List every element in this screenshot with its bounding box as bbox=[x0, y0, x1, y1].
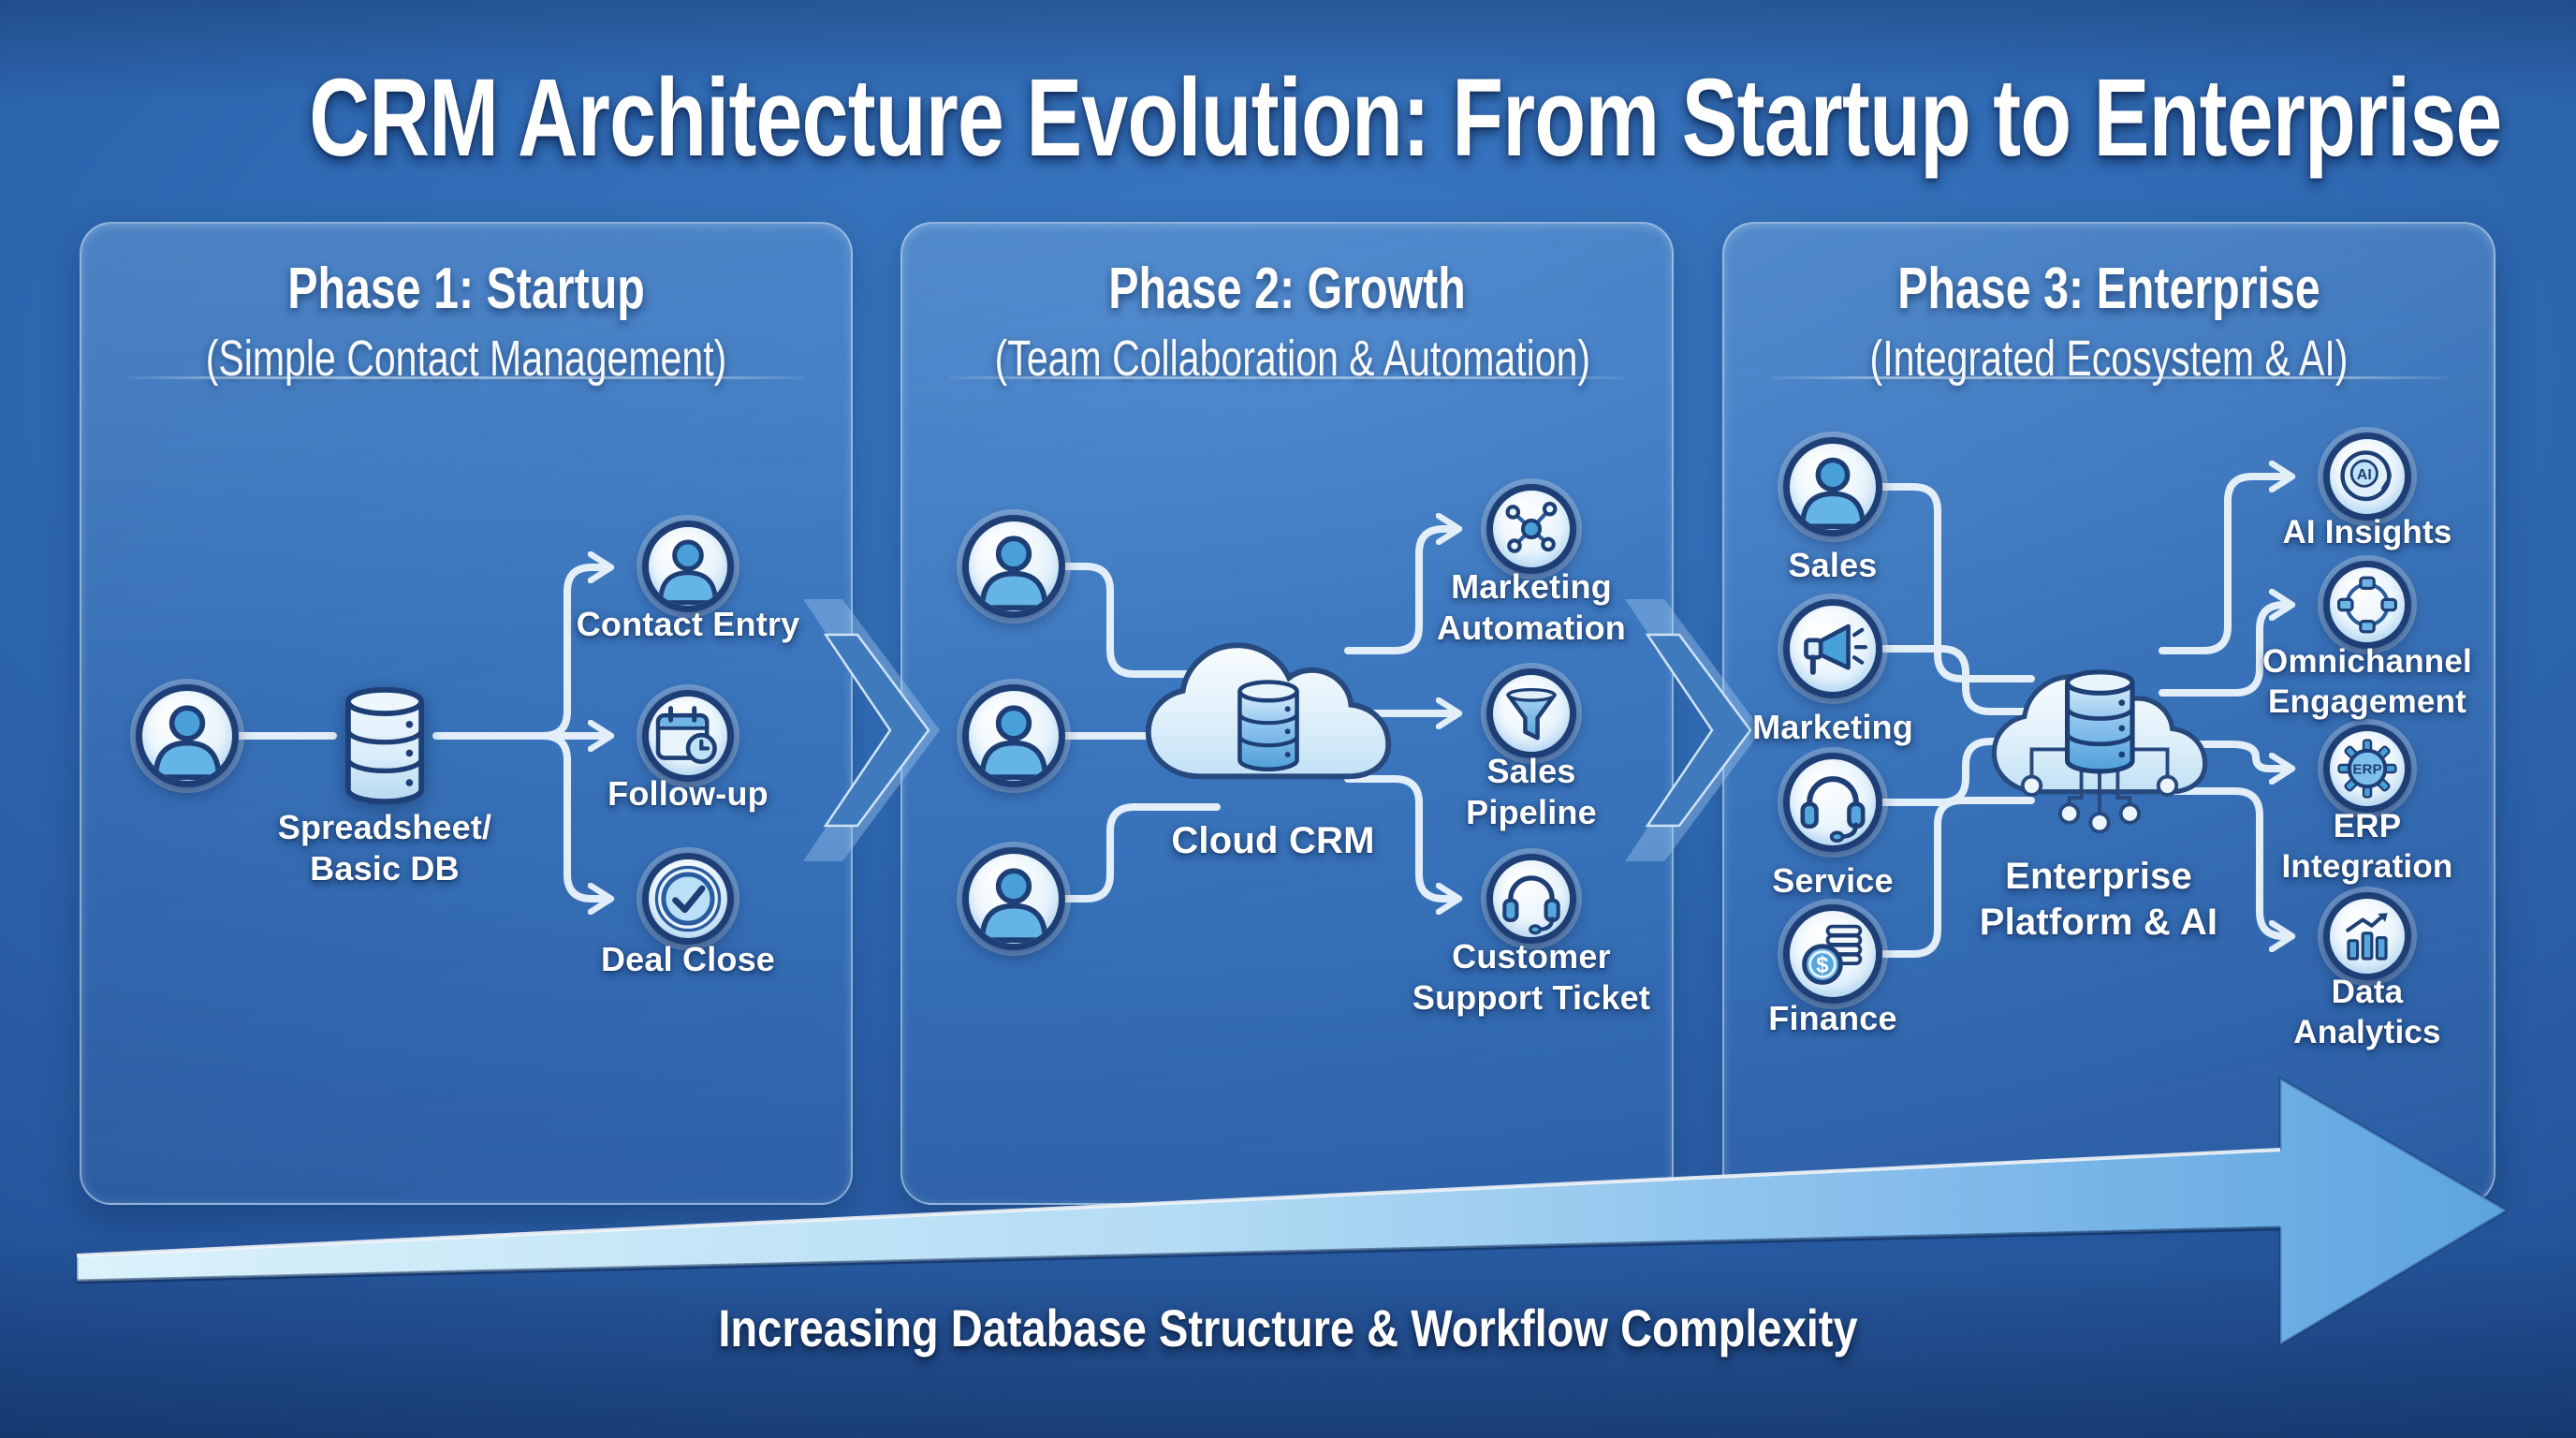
user-icon bbox=[962, 684, 1065, 787]
phase-2-title: Phase 2: Growth bbox=[1108, 257, 1466, 321]
marketing-label: Marketing bbox=[1752, 708, 1913, 746]
erp-integration-label: ERP Integration bbox=[2281, 808, 2453, 886]
user-icon bbox=[962, 515, 1065, 618]
ai-glyph: AI bbox=[2357, 467, 2372, 483]
user-icon bbox=[962, 847, 1065, 950]
database-label: Spreadsheet/ Basic DB bbox=[277, 808, 492, 888]
headset-icon bbox=[1486, 854, 1576, 944]
cloud-database-icon bbox=[1137, 604, 1399, 825]
user-icon bbox=[136, 684, 239, 787]
calendar-clock-icon bbox=[642, 690, 734, 782]
contact-user-icon bbox=[642, 521, 734, 612]
ai-insights-label: AI Insights bbox=[2282, 514, 2452, 550]
cloud-database-network-icon bbox=[1984, 604, 2215, 834]
phase-1-title: Phase 1: Startup bbox=[287, 257, 645, 321]
service-label: Service bbox=[1772, 861, 1894, 900]
omnichannel-label: Omnichannel Engagement bbox=[2262, 643, 2472, 721]
database-icon bbox=[335, 685, 434, 808]
divider bbox=[127, 376, 805, 379]
divider bbox=[1770, 376, 2448, 379]
deal-close-label: Deal Close bbox=[600, 940, 776, 978]
ai-head-icon: AI bbox=[2323, 433, 2411, 521]
complexity-arrow-label: Increasing Database Structure & Workflow… bbox=[718, 1299, 1858, 1357]
finance-label: Finance bbox=[1768, 999, 1897, 1037]
analytics-chart-icon bbox=[2323, 892, 2411, 980]
sales-pipeline-label: Sales Pipeline bbox=[1466, 752, 1597, 832]
headset-icon bbox=[1783, 753, 1882, 852]
data-analytics-label: Data Analytics bbox=[2293, 974, 2441, 1051]
finance-coins-icon: $ bbox=[1783, 904, 1882, 1004]
page-title: CRM Architecture Evolution: From Startup… bbox=[309, 56, 2502, 180]
user-icon bbox=[1783, 437, 1882, 536]
erp-gear-icon: ERP bbox=[2323, 725, 2411, 813]
dollar-glyph: $ bbox=[1816, 952, 1828, 977]
marketing-automation-label: Marketing Automation bbox=[1437, 567, 1626, 648]
erp-glyph: ERP bbox=[2352, 762, 2381, 778]
automation-network-icon bbox=[1486, 484, 1576, 574]
contact-entry-label: Contact Entry bbox=[576, 605, 800, 643]
divider bbox=[948, 376, 1626, 379]
omnichannel-icon bbox=[2323, 561, 2411, 649]
check-circle-icon bbox=[642, 853, 734, 945]
follow-up-label: Follow-up bbox=[607, 774, 768, 813]
phase-3-title: Phase 3: Enterprise bbox=[1897, 257, 2320, 321]
sales-label: Sales bbox=[1788, 546, 1878, 584]
funnel-icon bbox=[1486, 668, 1576, 758]
customer-support-label: Customer Support Ticket bbox=[1412, 937, 1651, 1018]
megaphone-icon bbox=[1783, 599, 1882, 698]
